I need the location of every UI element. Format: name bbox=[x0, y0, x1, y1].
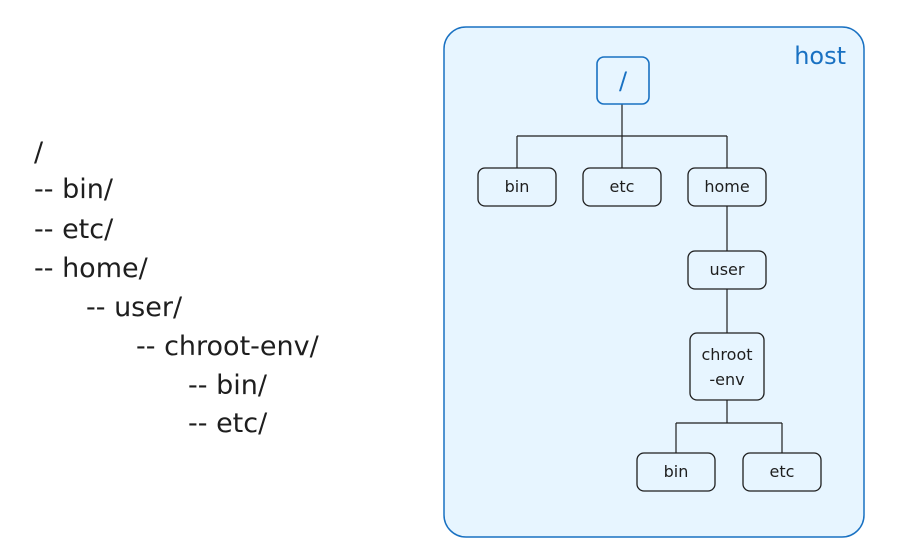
node-bin-label: bin bbox=[505, 177, 530, 196]
tree-line-chroot-etc: -- etc/ bbox=[188, 408, 268, 439]
tree-line-etc: -- etc/ bbox=[34, 214, 114, 245]
node-chroot-env bbox=[689, 332, 765, 401]
node-home-label: home bbox=[704, 177, 749, 196]
tree-line-home: -- home/ bbox=[34, 253, 148, 284]
node-chroot-bin bbox=[636, 452, 716, 492]
tree-line-chroot-env: -- chroot-env/ bbox=[136, 331, 319, 362]
tree-line-chroot-bin: -- bin/ bbox=[188, 370, 267, 401]
node-root bbox=[596, 56, 650, 105]
node-chroot-env-label-line1: chroot bbox=[701, 345, 752, 364]
host-label: host bbox=[794, 42, 846, 70]
node-user bbox=[687, 250, 767, 290]
tree-line-root: / bbox=[34, 137, 44, 168]
node-chroot-bin-label: bin bbox=[664, 462, 689, 481]
node-etc-label: etc bbox=[610, 177, 635, 196]
host-container bbox=[443, 26, 865, 538]
tree-line-bin: -- bin/ bbox=[34, 174, 113, 205]
node-chroot-etc-label: etc bbox=[770, 462, 795, 481]
node-user-label: user bbox=[710, 260, 745, 279]
node-home bbox=[687, 167, 767, 207]
tree-line-user: -- user/ bbox=[86, 292, 183, 323]
node-root-label: / bbox=[619, 67, 628, 95]
node-bin bbox=[477, 167, 557, 207]
node-chroot-env-label-line2: -env bbox=[709, 370, 744, 389]
node-etc bbox=[582, 167, 662, 207]
node-chroot-etc bbox=[742, 452, 822, 492]
